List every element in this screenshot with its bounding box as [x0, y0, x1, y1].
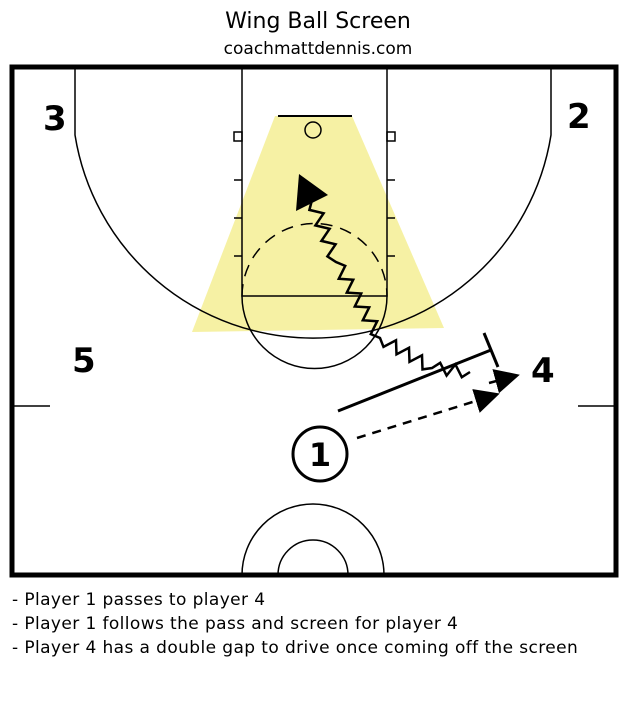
free-throw-circle-solid — [241, 295, 388, 370]
player-3-label: 3 — [43, 99, 67, 139]
player-2-label: 2 — [567, 97, 591, 137]
dribble-arrowhead — [296, 174, 328, 211]
lane-hash-marks — [233, 131, 396, 257]
pass-arrow — [356, 389, 500, 440]
cut-arrow — [488, 369, 520, 394]
center-circle-inner — [277, 539, 349, 576]
note-item: - Player 1 passes to player 4 — [12, 590, 266, 610]
lane — [241, 66, 388, 297]
screen-marker — [337, 332, 500, 413]
player-4-label: 4 — [531, 351, 555, 391]
note-item: - Player 1 follows the pass and screen f… — [12, 614, 459, 634]
player-5-label: 5 — [72, 341, 96, 381]
rim — [304, 121, 322, 139]
note-item: - Player 4 has a double gap to drive onc… — [12, 638, 579, 658]
dribble-path — [307, 199, 471, 379]
three-point-line — [74, 67, 552, 339]
center-circle-outer — [241, 503, 385, 576]
player-1-label: 1 — [309, 436, 331, 474]
diagram-subtitle: coachmattdennis.com — [223, 39, 413, 59]
diagram-title: Wing Ball Screen — [225, 9, 411, 34]
play-notes: - Player 1 passes to player 4 - Player 1… — [12, 588, 622, 660]
driving-gap-highlight — [192, 116, 444, 332]
player-1-ball-handler-circle — [291, 425, 349, 483]
